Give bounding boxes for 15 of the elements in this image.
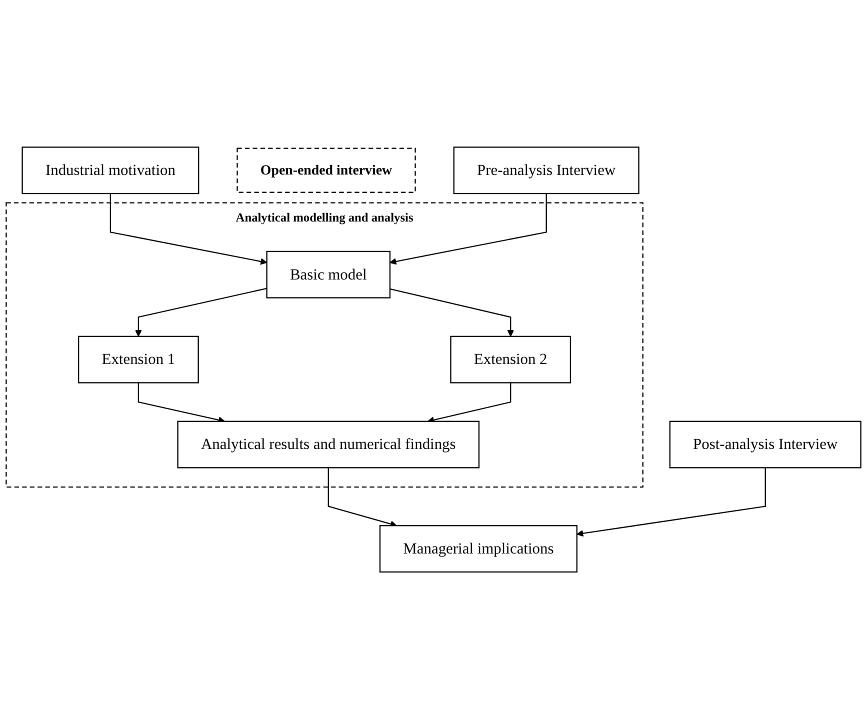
arrow xyxy=(390,194,547,266)
node-box: Managerial implications xyxy=(379,525,578,573)
node-box: Industrial motivation xyxy=(22,147,200,195)
arrow xyxy=(576,468,766,538)
node-box: Extension 1 xyxy=(78,336,199,384)
node-box: Extension 2 xyxy=(450,336,572,384)
arrow xyxy=(390,288,514,338)
arrow xyxy=(110,194,268,266)
node-box: Basic model xyxy=(266,251,391,299)
node-box: Analytical results and numerical findings xyxy=(177,421,480,469)
arrow xyxy=(328,468,397,528)
node-box: Open-ended interview xyxy=(236,148,416,194)
arrow xyxy=(135,288,267,338)
node-box: Post-analysis Interview xyxy=(669,421,862,469)
node-box: Pre-analysis Interview xyxy=(453,147,640,195)
